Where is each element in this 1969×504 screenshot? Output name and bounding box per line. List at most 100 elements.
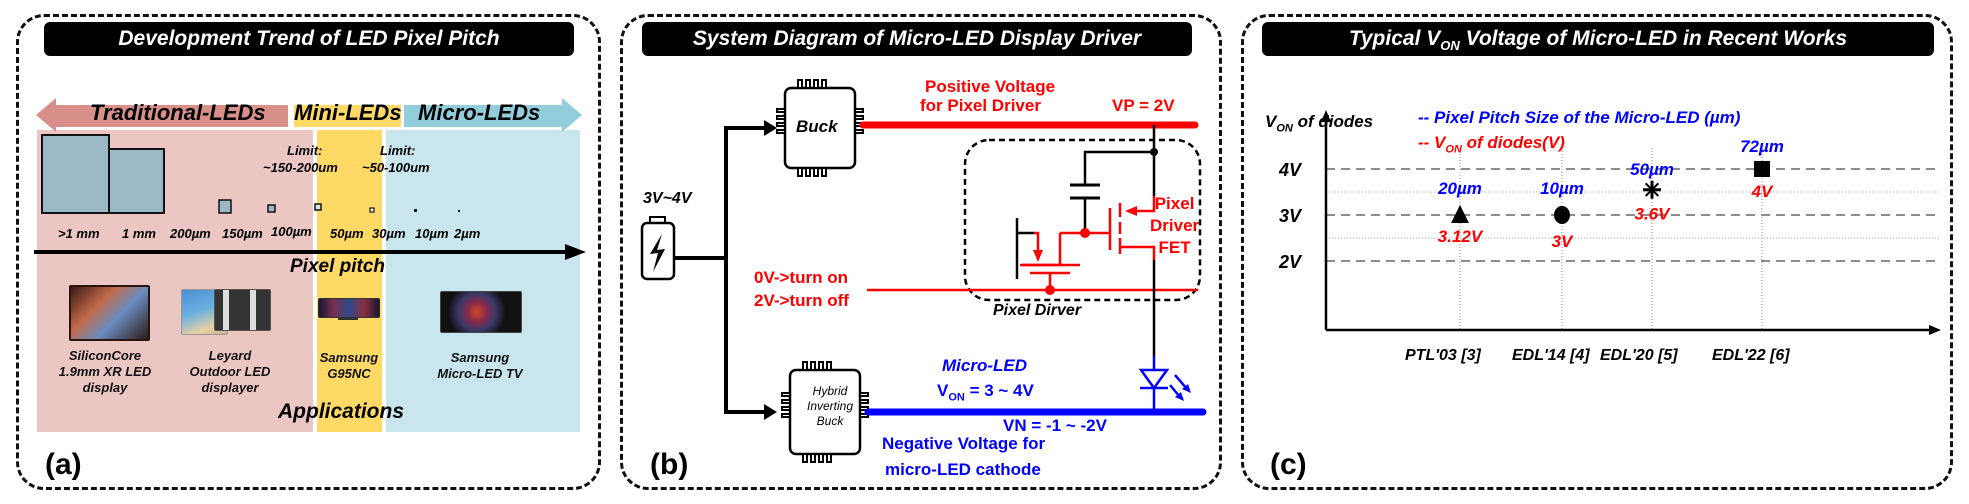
legend-von: -- VON of diodes(V) bbox=[1418, 133, 1565, 156]
caption-line: Micro-LED TV bbox=[437, 366, 523, 381]
pitch-data-label: 20µm bbox=[1437, 179, 1482, 198]
micro-arrow bbox=[404, 98, 582, 132]
pitch-label-1mm: 1 mm bbox=[122, 226, 156, 241]
app-caption-leyard: Leyard Outdoor LED displayer bbox=[175, 348, 285, 396]
pixel-square-gt1mm bbox=[41, 134, 110, 214]
positive-voltage-line2: for Pixel Driver bbox=[920, 96, 1041, 115]
micro-leds-label: Micro-LEDs bbox=[418, 100, 541, 125]
buck-chip-icon bbox=[776, 79, 864, 177]
supply-wires bbox=[674, 126, 765, 414]
caption-line: 1.9mm XR LED bbox=[58, 364, 152, 379]
negative-voltage-line1: Negative Voltage for bbox=[882, 434, 1046, 453]
caption-line: Leyard bbox=[208, 348, 252, 363]
pixel-square-150um bbox=[267, 204, 276, 213]
pitch-label-30um: 30µm bbox=[372, 226, 406, 241]
traditional-arrow bbox=[36, 98, 288, 132]
caption-line: SiliconCore bbox=[68, 348, 142, 363]
pitch-label-50um: 50µm bbox=[330, 226, 364, 241]
limit-2-line1: Limit: bbox=[380, 143, 416, 158]
siliconcore-image bbox=[69, 285, 150, 341]
hybrid-label-line: Buck bbox=[816, 414, 844, 428]
pixel-pitch-label: Pixel pitch bbox=[290, 256, 386, 277]
traditional-leds-label: Traditional-LEDs bbox=[90, 100, 266, 125]
pixel-square-50um bbox=[369, 207, 375, 213]
control-line2: 2V->turn off bbox=[754, 291, 849, 310]
y-tick-label: 3V bbox=[1279, 206, 1303, 226]
y-axis-arrow bbox=[1321, 110, 1331, 122]
hybrid-label-line: Inverting bbox=[806, 399, 854, 413]
buck-input-arrow bbox=[764, 120, 777, 136]
limit-1-line2: ~150-200um bbox=[263, 160, 338, 175]
caption-line: Samsung bbox=[319, 350, 379, 365]
pitch-label-200um: 200µm bbox=[170, 226, 211, 241]
mini-arrow bbox=[294, 105, 401, 127]
hybrid-label-line: Hybrid bbox=[812, 384, 848, 398]
panel-a bbox=[16, 14, 601, 490]
pitch-label-2um: 2µm bbox=[454, 226, 481, 241]
pitch-label-150um: 150µm bbox=[222, 226, 263, 241]
triangle-marker bbox=[1451, 205, 1469, 223]
panel-c-title: Typical VON Voltage of Micro-LED in Rece… bbox=[1262, 22, 1934, 56]
x-tick-label: EDL'20 [5] bbox=[1600, 347, 1678, 364]
pitch-data-label: 72µm bbox=[1740, 137, 1784, 156]
system-diagram bbox=[640, 79, 1207, 463]
von-value: = 3 ~ 4V bbox=[964, 381, 1034, 400]
mini-band bbox=[317, 130, 382, 432]
app-caption-samsung-microled-tv: Samsung Micro-LED TV bbox=[420, 350, 540, 382]
samsung-g95nc-stand bbox=[338, 317, 358, 320]
pitch-data-label: 50µm bbox=[1630, 160, 1674, 179]
battery-voltage-label: 3V~4V bbox=[643, 190, 692, 207]
pixel-pitch-arrow bbox=[34, 244, 586, 260]
panel-c-label: (c) bbox=[1270, 448, 1307, 481]
fet-label: Pixel Driver FET bbox=[1150, 193, 1199, 259]
pixel-square-200um bbox=[218, 199, 232, 214]
samsung-microled-tv-image bbox=[440, 291, 522, 333]
y-axis-label: VON of diodes bbox=[1265, 112, 1374, 135]
voltage-data-label: 4V bbox=[1751, 182, 1774, 201]
leyard-image-back bbox=[214, 289, 271, 331]
caption-line: Outdoor LED bbox=[189, 364, 271, 379]
x-tick-label: EDL'14 [4] bbox=[1512, 347, 1590, 364]
hybrid-inverting-buck-chip-icon bbox=[781, 361, 869, 463]
star-marker bbox=[1643, 180, 1661, 199]
switch-fet bbox=[1022, 231, 1080, 290]
von-prefix: V bbox=[937, 381, 949, 400]
mini-leds-label: Mini-LEDs bbox=[294, 100, 402, 125]
vp-value: VP = 2V bbox=[1112, 96, 1175, 115]
fet-label-line: Pixel bbox=[1154, 194, 1195, 213]
panel-b bbox=[620, 14, 1222, 490]
x-tick-label: PTL'03 [3] bbox=[1405, 347, 1481, 364]
title-sub: ON bbox=[1440, 38, 1460, 54]
title-pre: Typical V bbox=[1348, 27, 1441, 50]
applications-label: Applications bbox=[278, 400, 405, 423]
y-tick-label: 4V bbox=[1278, 160, 1303, 180]
buck-label: Buck bbox=[796, 117, 838, 136]
micro-led-label: Micro-LED bbox=[942, 356, 1027, 375]
pixel-square-30um bbox=[414, 209, 417, 212]
hybrid-label: Hybrid Inverting Buck bbox=[792, 384, 868, 429]
caption-line: Samsung bbox=[450, 350, 510, 365]
x-tick-label: EDL'22 [6] bbox=[1712, 347, 1790, 364]
square-marker bbox=[1754, 161, 1770, 177]
limit-1-line1: Limit: bbox=[287, 143, 323, 158]
panel-b-label: (b) bbox=[650, 448, 689, 481]
pixel-driver-boundary bbox=[963, 138, 1202, 302]
micro-band bbox=[386, 130, 580, 432]
panel-a-title: Development Trend of LED Pixel Pitch bbox=[44, 22, 574, 56]
caption-line: display bbox=[82, 380, 128, 395]
control-line1: 0V->turn on bbox=[754, 268, 848, 287]
panel-a-label: (a) bbox=[45, 448, 82, 481]
title-post: Voltage of Micro-LED in Recent Works bbox=[1459, 27, 1848, 50]
limit-2-line2: ~50-100um bbox=[362, 160, 430, 175]
app-caption-siliconcore: SiliconCore 1.9mm XR LED display bbox=[45, 348, 165, 396]
samsung-g95nc-image bbox=[318, 298, 380, 318]
caption-line: displayer bbox=[201, 380, 259, 395]
vn-value: VN = -1 ~ -2V bbox=[1003, 416, 1107, 435]
von-sub: ON bbox=[948, 391, 965, 404]
pitch-label-gt1mm: >1 mm bbox=[58, 226, 100, 241]
circle-marker bbox=[1554, 206, 1570, 224]
voltage-data-label: 3.6V bbox=[1635, 205, 1672, 224]
pixel-squares bbox=[41, 134, 460, 214]
category-arrows bbox=[36, 98, 582, 132]
